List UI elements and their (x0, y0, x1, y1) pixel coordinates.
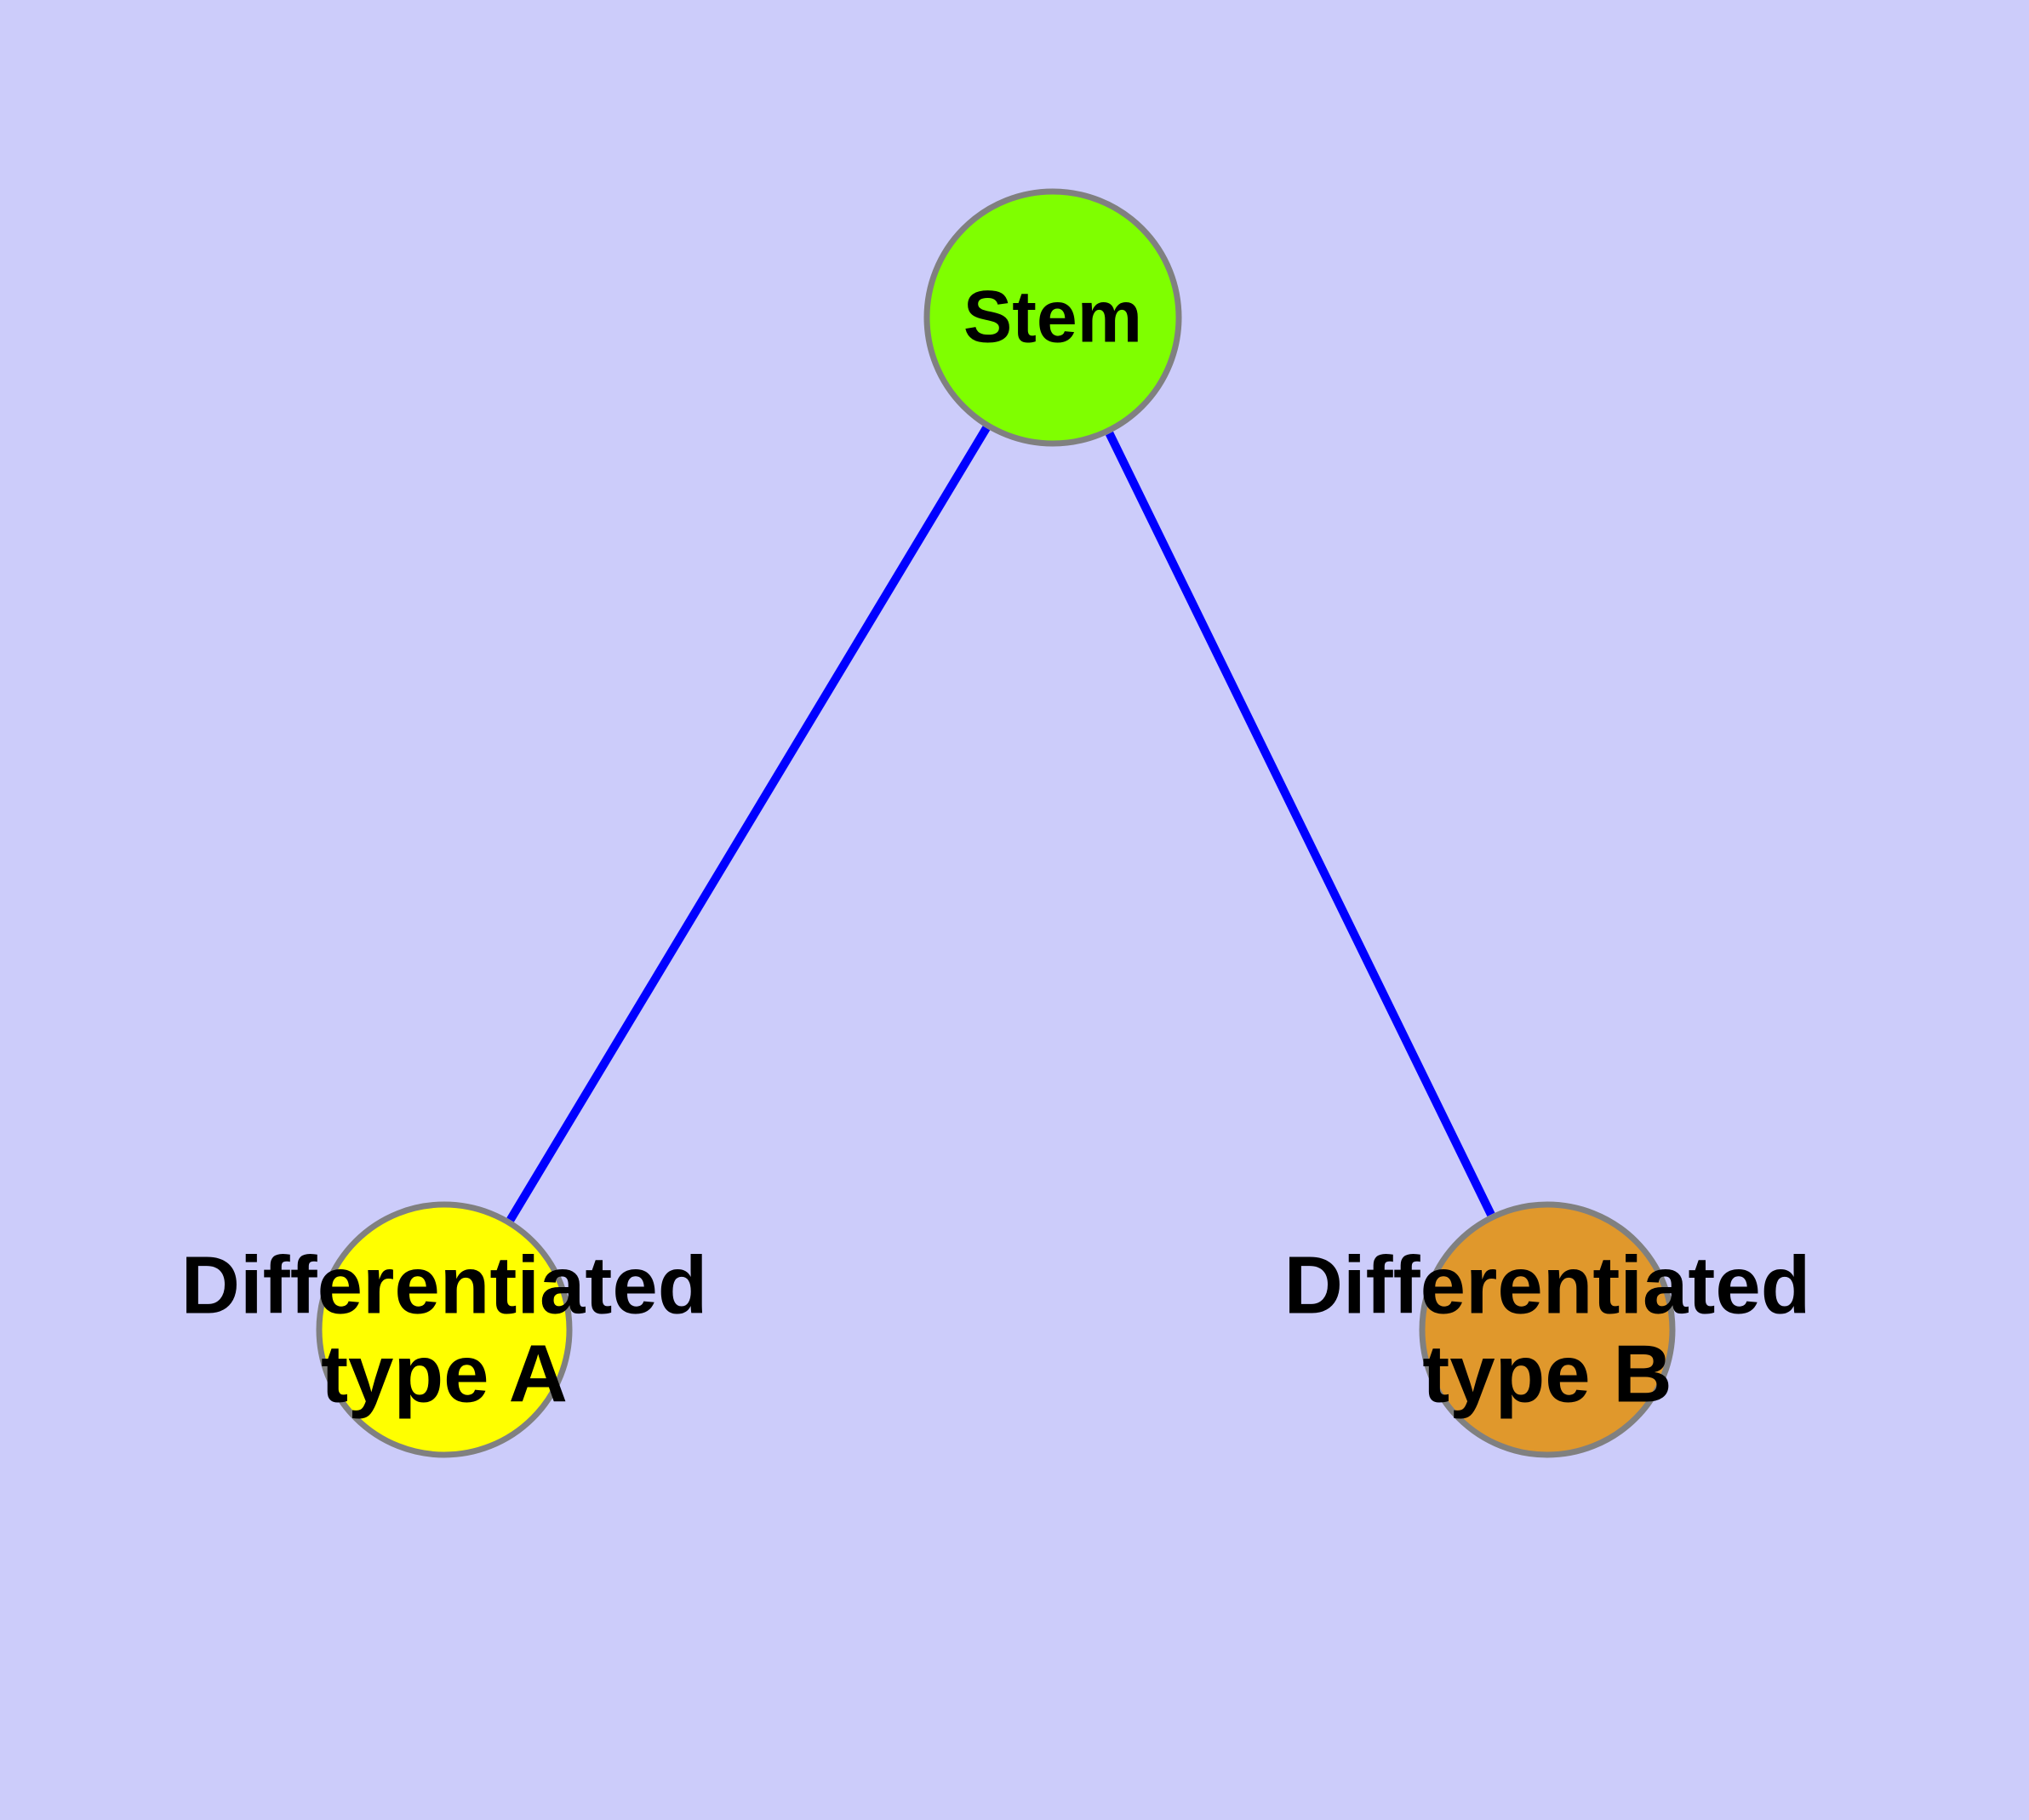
graph-edge-stem-to-diff-a (506, 426, 991, 1222)
graph-node-diff-b[interactable] (1419, 1201, 1676, 1458)
graph-node-stem[interactable] (923, 188, 1182, 447)
graph-node-diff-a[interactable] (316, 1201, 573, 1458)
nodes-layer (316, 188, 1676, 1458)
edges-layer (506, 426, 1495, 1222)
graph-edge-stem-to-diff-b (1106, 431, 1495, 1216)
